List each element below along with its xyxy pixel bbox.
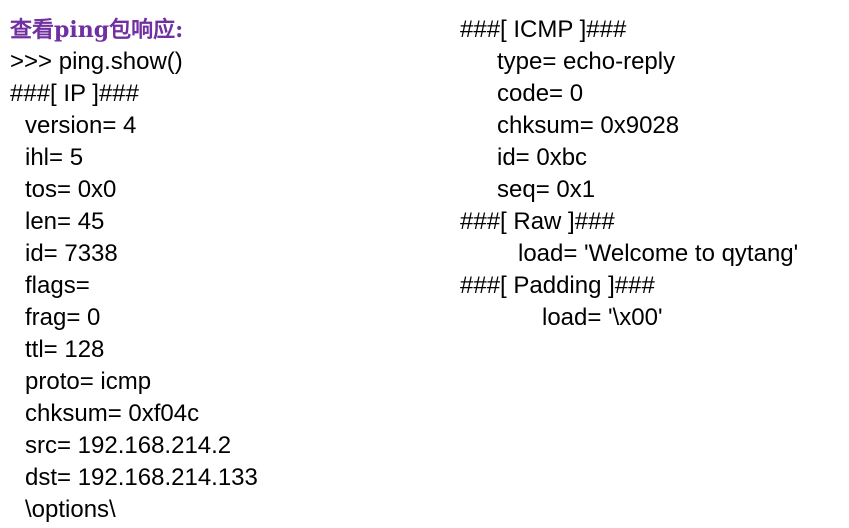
ip-field-options: \options\ xyxy=(25,496,116,523)
ip-field-frag: frag= 0 xyxy=(25,304,101,331)
ip-field-dst: dst= 192.168.214.133 xyxy=(25,464,258,491)
ip-field-ihl: ihl= 5 xyxy=(25,144,84,171)
ip-section-header: ###[ IP ]### xyxy=(10,80,139,107)
ip-field-chksum: chksum= 0xf04c xyxy=(25,400,200,427)
ip-field-id: id= 7338 xyxy=(25,240,118,267)
icmp-field-seq: seq= 0x1 xyxy=(497,176,596,203)
padding-section-header: ###[ Padding ]### xyxy=(460,272,655,299)
ip-field-ttl: ttl= 128 xyxy=(25,336,105,363)
icmp-field-type: type= echo-reply xyxy=(497,48,676,75)
ip-field-src: src= 192.168.214.2 xyxy=(25,432,232,459)
ip-field-proto: proto= icmp xyxy=(25,368,152,395)
ip-field-flags: flags= xyxy=(25,272,90,299)
raw-section-header: ###[ Raw ]### xyxy=(460,208,615,235)
icmp-field-id: id= 0xbc xyxy=(497,144,588,171)
icmp-field-chksum: chksum= 0x9028 xyxy=(497,112,680,139)
icmp-field-code: code= 0 xyxy=(497,80,584,107)
padding-field-load: load= '\x00' xyxy=(542,304,663,331)
page-title: 查看ping包响应: xyxy=(10,17,184,43)
ip-field-len: len= 45 xyxy=(25,208,105,235)
ip-field-version: version= 4 xyxy=(25,112,137,139)
command-line: >>> ping.show() xyxy=(10,48,183,75)
ip-field-tos: tos= 0x0 xyxy=(25,176,117,203)
icmp-section-header: ###[ ICMP ]### xyxy=(460,16,627,43)
raw-field-load: load= 'Welcome to qytang' xyxy=(518,240,799,267)
